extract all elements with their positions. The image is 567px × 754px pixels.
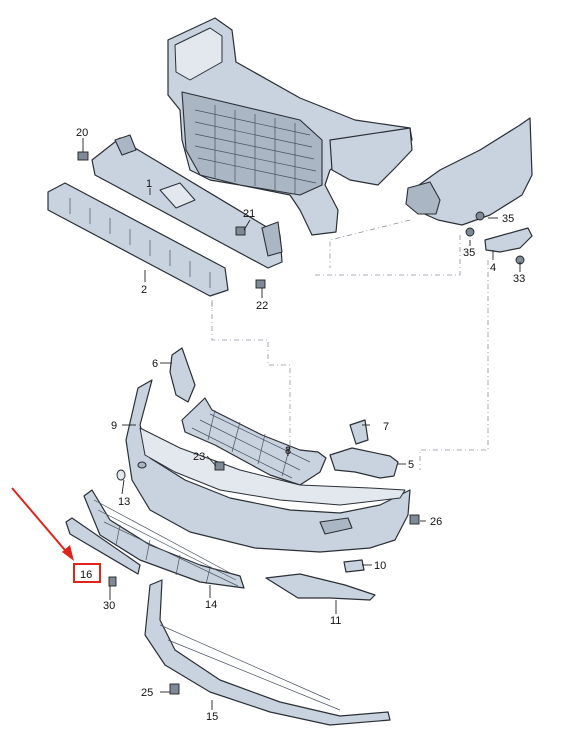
- fender: [405, 117, 533, 226]
- bracket-7: [349, 419, 369, 445]
- energy-absorber-2: [47, 182, 229, 297]
- label-1: 1: [146, 178, 152, 190]
- highlight-callout: [11, 487, 101, 583]
- bracket-6: [169, 347, 196, 403]
- label-35-right: 35: [502, 213, 514, 225]
- label-11: 11: [330, 615, 341, 627]
- bumper-cover-9: [125, 379, 411, 553]
- label-15: 15: [206, 711, 218, 723]
- part-labels: 20 1 2 21 22 6 9 7 8 5 23 13 26 10 11 14…: [76, 127, 525, 723]
- bracket-5: [329, 447, 399, 479]
- label-30: 30: [103, 600, 115, 612]
- leader-lines: [82, 138, 521, 710]
- front-carrier: [167, 17, 413, 236]
- lower-grille-14: [83, 489, 245, 589]
- label-8: 8: [285, 445, 291, 457]
- label-35-left: 35: [463, 247, 475, 259]
- label-5: 5: [408, 459, 414, 471]
- label-2: 2: [141, 284, 147, 296]
- label-14: 14: [205, 599, 217, 611]
- cover-10: [343, 559, 365, 573]
- label-10: 10: [374, 560, 386, 572]
- label-21: 21: [243, 208, 255, 220]
- label-4: 4: [490, 262, 496, 274]
- label-26: 26: [430, 516, 442, 528]
- spoiler-15: [144, 579, 391, 726]
- assembly-lines: [211, 219, 489, 470]
- bolts-lower: [108, 461, 420, 695]
- label-9: 9: [111, 420, 117, 432]
- panel-16: [65, 517, 141, 575]
- label-16: 16: [80, 569, 92, 581]
- impact-bar-1: [91, 134, 283, 269]
- grille-8: [181, 397, 327, 486]
- label-33: 33: [513, 273, 525, 285]
- label-6: 6: [152, 358, 158, 370]
- label-20: 20: [76, 127, 88, 139]
- trim-11: [265, 573, 376, 601]
- label-23: 23: [193, 451, 205, 463]
- label-7: 7: [383, 421, 389, 433]
- label-13: 13: [118, 496, 130, 508]
- label-22: 22: [256, 300, 268, 312]
- label-25: 25: [141, 687, 153, 699]
- bracket-4: [465, 211, 533, 265]
